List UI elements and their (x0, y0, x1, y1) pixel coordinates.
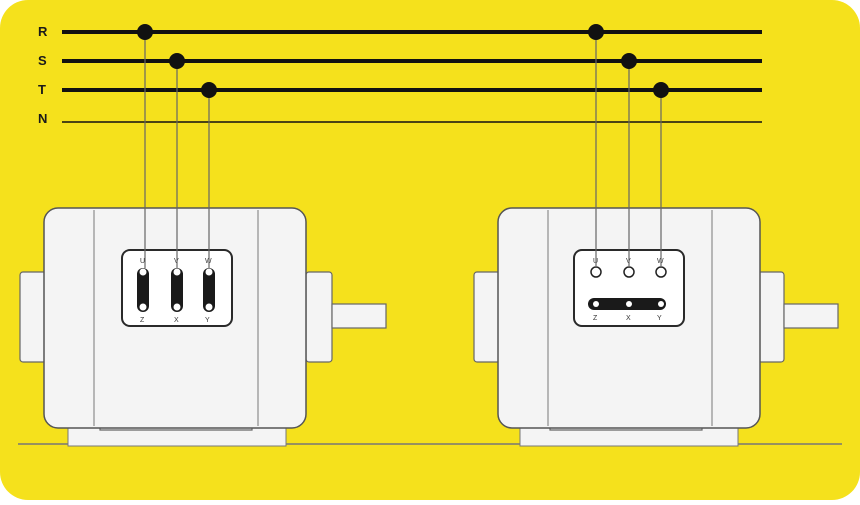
star-link-bar (137, 268, 149, 312)
motor-end-cap-left (473, 271, 501, 363)
line-label-t: T (38, 82, 46, 97)
motor-base (519, 427, 739, 447)
motor-end-cap-right (757, 271, 785, 363)
junction-dot-s (169, 53, 185, 69)
motor-left: U V W Z X Y (19, 24, 387, 447)
terminal-label: X (174, 317, 179, 324)
terminal-x (626, 301, 632, 307)
line-label-s: S (38, 53, 47, 68)
motor-end-cap-left (19, 271, 47, 363)
star-link-bar (203, 268, 215, 312)
line-label-r: R (38, 24, 48, 39)
motor-end-cap-right (305, 271, 333, 363)
junction-dot-s (621, 53, 637, 69)
terminal-v (623, 266, 635, 278)
terminal-label: U (140, 258, 145, 265)
motor-base (67, 427, 287, 447)
terminal-label: Z (593, 315, 598, 322)
terminal-w (655, 266, 667, 278)
motor-right: U V W Z X Y (473, 24, 839, 447)
motor-shaft (331, 303, 387, 329)
terminal-label: Z (140, 317, 145, 324)
terminal-z (593, 301, 599, 307)
terminal-x (173, 303, 181, 311)
terminal-label: Y (205, 317, 210, 324)
junction-dot-r (588, 24, 604, 40)
terminal-label: X (626, 315, 631, 322)
junction-dot-t (653, 82, 669, 98)
terminal-u (590, 266, 602, 278)
line-label-n: N (38, 111, 47, 126)
terminal-v (173, 268, 181, 276)
terminal-y (205, 303, 213, 311)
terminal-w (205, 268, 213, 276)
terminal-z (139, 303, 147, 311)
terminal-u (139, 268, 147, 276)
terminal-y (658, 301, 664, 307)
terminal-label: Y (657, 315, 662, 322)
junction-dot-t (201, 82, 217, 98)
motor-shaft (783, 303, 839, 329)
star-link-bar (171, 268, 183, 312)
junction-dot-r (137, 24, 153, 40)
